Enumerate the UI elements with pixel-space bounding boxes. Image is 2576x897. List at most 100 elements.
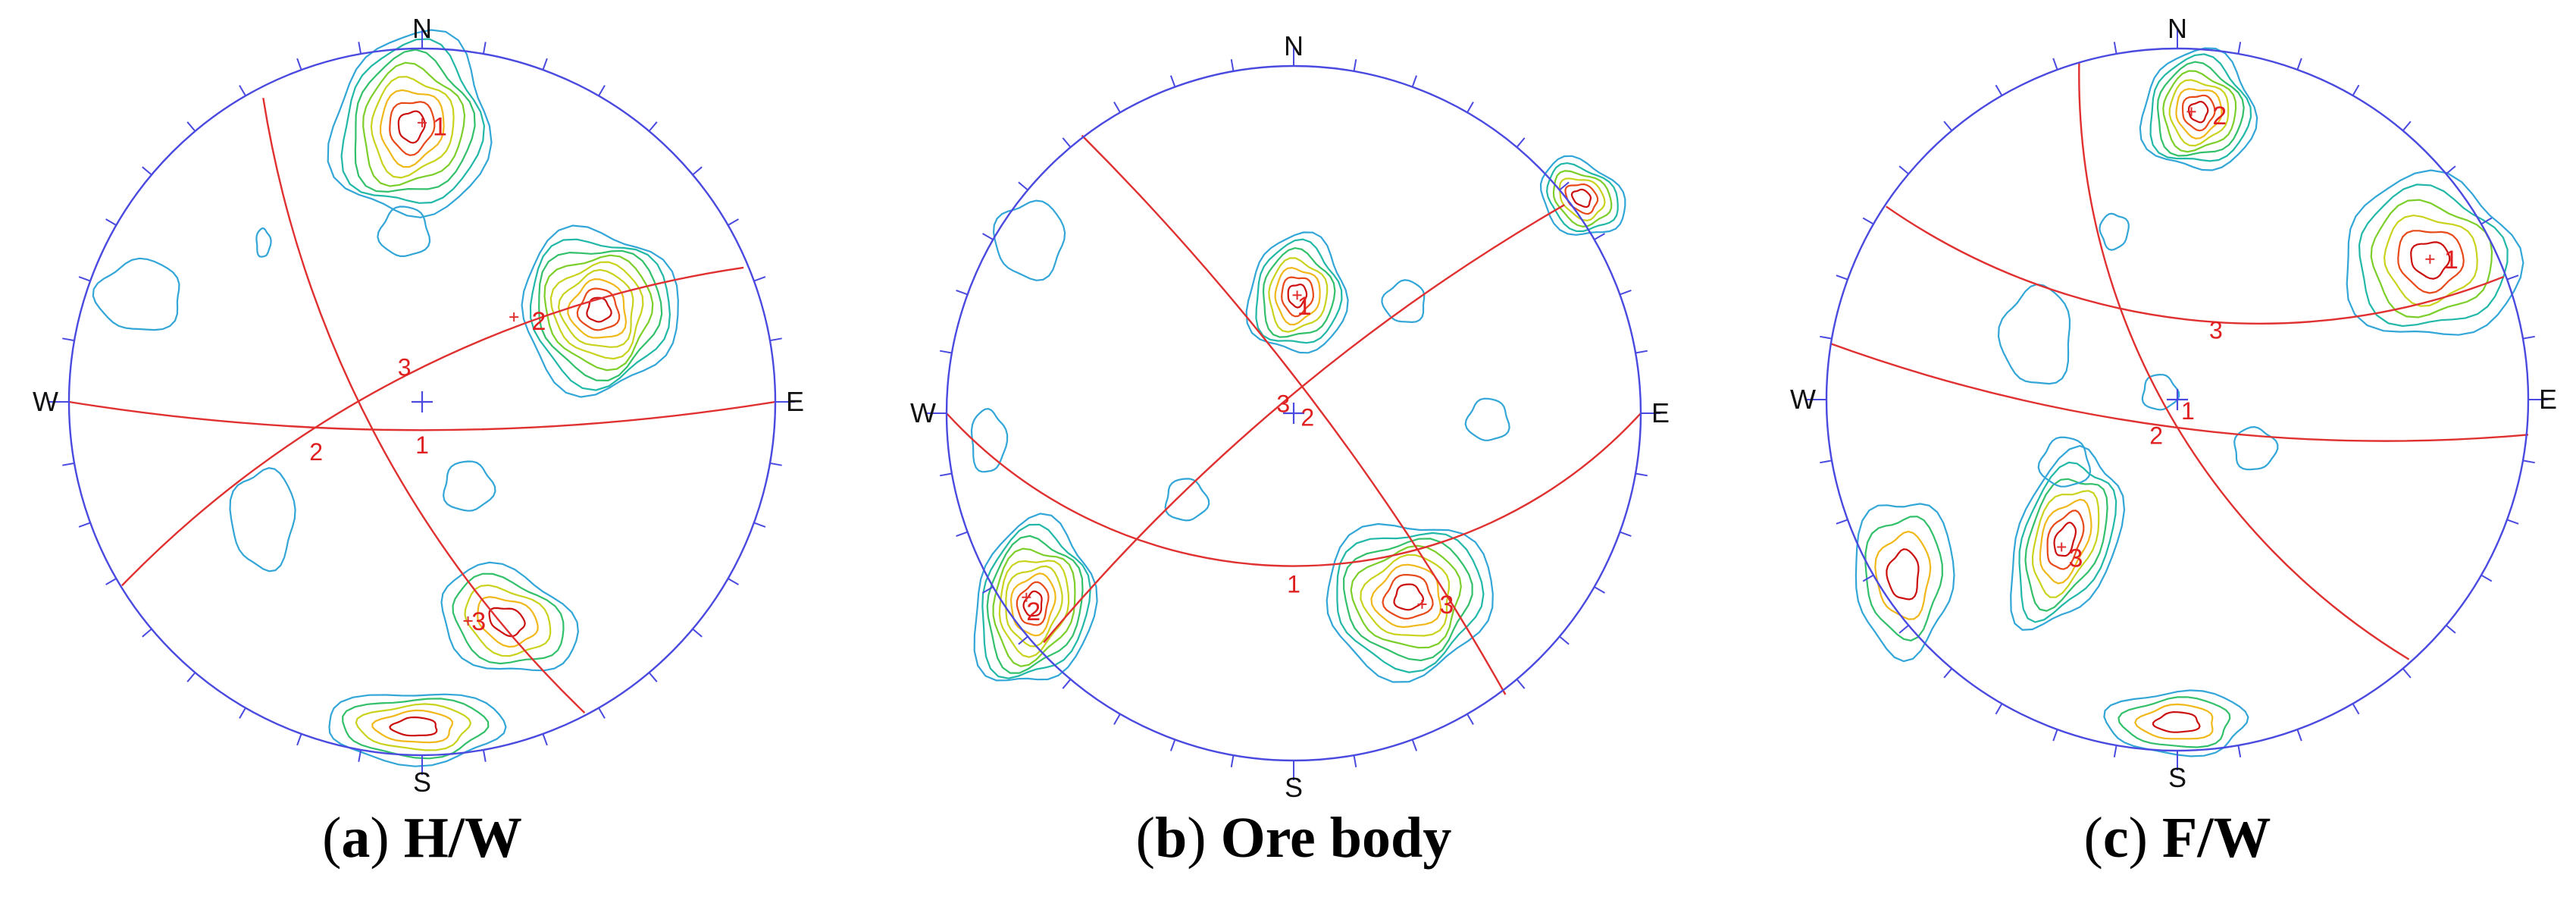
density-contour	[1245, 231, 1349, 354]
pole-label-3: 3	[1439, 591, 1454, 619]
tick-mark	[239, 707, 246, 719]
caption-close-paren: )	[2129, 806, 2162, 870]
cardinal-east: E	[786, 386, 804, 417]
caption-open-paren: (	[2084, 806, 2103, 870]
density-contour	[1022, 590, 1043, 617]
density-contour	[229, 467, 296, 572]
tick-mark	[1836, 519, 1848, 525]
great-circle	[2078, 62, 2410, 660]
caption-close-paren: )	[1187, 806, 1220, 870]
tick-mark	[1820, 459, 1833, 464]
density-contour	[1370, 563, 1442, 629]
tick-mark	[358, 749, 362, 762]
tick-mark	[1898, 165, 1909, 175]
tick-mark	[1862, 574, 1874, 582]
density-contour	[1855, 503, 1955, 663]
density-contour	[1287, 283, 1308, 309]
pole-label-1: 1	[2444, 246, 2459, 274]
tick-mark	[940, 350, 953, 354]
density-contour	[2037, 436, 2092, 488]
tick-mark	[482, 42, 487, 55]
tick-mark	[1113, 714, 1121, 725]
tick-mark	[1353, 59, 1357, 72]
tick-mark	[1635, 472, 1648, 477]
density-contour	[529, 238, 671, 391]
density-contour	[92, 257, 180, 331]
tick-mark	[1594, 233, 1605, 240]
tick-mark	[1559, 181, 1570, 191]
great-circle	[121, 266, 744, 587]
tick-mark	[1466, 714, 1474, 725]
tick-mark	[753, 522, 766, 528]
density-contour	[371, 709, 453, 744]
great-circle-label-3: 3	[2209, 316, 2223, 343]
density-contour	[2181, 94, 2216, 132]
tick-mark	[186, 672, 196, 682]
density-contour	[2018, 461, 2117, 623]
pole-label-2: 2	[532, 307, 546, 336]
density-contour	[2010, 444, 2126, 631]
cardinal-east: E	[1651, 397, 1670, 428]
tick-mark	[1516, 679, 1526, 689]
tick-mark	[2352, 703, 2360, 715]
tick-mark	[2113, 745, 2117, 757]
tick-mark	[1559, 635, 1570, 645]
tick-mark	[1018, 181, 1028, 191]
density-contour	[981, 523, 1091, 679]
tick-mark	[2402, 668, 2412, 679]
tick-mark	[2113, 42, 2117, 55]
tick-mark	[648, 121, 658, 132]
tick-mark	[105, 218, 117, 226]
cardinal-west: W	[910, 397, 936, 428]
great-circle	[68, 400, 776, 431]
tick-mark	[1594, 586, 1605, 594]
tick-mark	[2296, 58, 2302, 71]
tick-mark	[2402, 121, 2412, 131]
density-contour	[1016, 581, 1050, 626]
tick-mark	[1820, 335, 1833, 340]
density-contour	[340, 38, 486, 204]
density-contour	[255, 227, 272, 258]
tick-mark	[1635, 350, 1648, 354]
density-contour	[521, 224, 679, 398]
tick-marks	[927, 46, 1660, 780]
density-contour	[327, 29, 493, 218]
contour-layer	[970, 155, 1626, 683]
density-contour	[488, 607, 526, 638]
density-contour	[2117, 696, 2231, 748]
density-contour	[567, 278, 628, 339]
density-contour	[1342, 538, 1473, 662]
tick-mark	[648, 672, 658, 682]
density-contour	[1393, 583, 1425, 611]
tick-mark	[1943, 668, 1953, 679]
tick-mark	[1062, 137, 1072, 148]
density-contour	[1281, 276, 1315, 318]
density-contour	[1864, 516, 1944, 641]
stereonet-panel-b: N E S W 1 2 3 1 2 3 (b) Ore body	[910, 30, 1670, 870]
density-contour	[397, 110, 426, 144]
cardinal-east: E	[2539, 384, 2557, 415]
tick-mark	[1836, 274, 1848, 281]
caption-letter: b	[1155, 806, 1187, 870]
tick-mark	[982, 233, 994, 240]
tick-mark	[692, 628, 703, 638]
cardinal-north: N	[412, 13, 432, 44]
great-circle	[1043, 204, 1565, 644]
great-circle-label-3: 3	[1276, 390, 1290, 417]
density-contour	[549, 261, 644, 360]
tick-mark	[1620, 531, 1632, 538]
tick-mark	[2506, 274, 2519, 281]
panel-caption: (c) F/W	[2084, 806, 2271, 870]
density-contour	[362, 61, 466, 187]
cardinal-west: W	[33, 386, 58, 417]
density-contour	[1564, 183, 1599, 215]
tick-mark	[753, 276, 766, 282]
great-circle-label-1: 1	[2181, 397, 2195, 425]
tick-mark	[1411, 75, 1418, 87]
tick-mark	[956, 531, 968, 538]
density-contour	[389, 101, 436, 156]
tick-mark	[1113, 102, 1121, 113]
panel-caption: (b) Ore body	[1136, 806, 1452, 870]
